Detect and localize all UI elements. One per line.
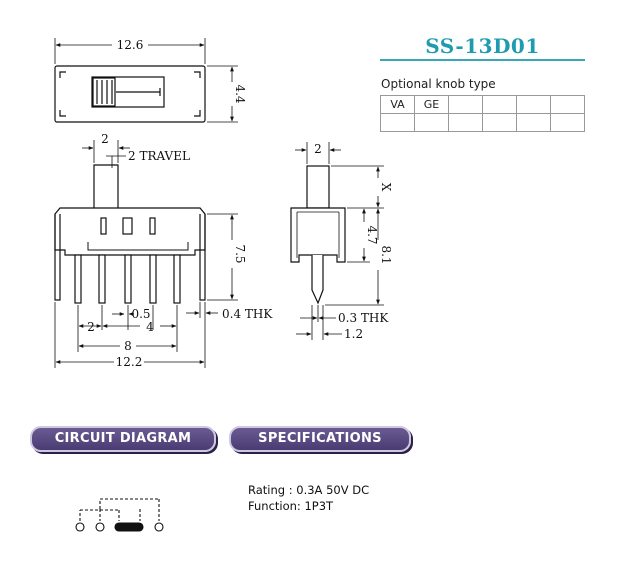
circuit-slider-contact [114, 522, 144, 532]
pin-4 [149, 254, 157, 304]
knob-cell-10 [482, 113, 517, 132]
knob-cell-5 [516, 95, 551, 114]
dim-pin-pitch: 2 [87, 320, 95, 334]
pin-3 [124, 254, 132, 304]
dim-top-height: 4.4 [233, 84, 247, 103]
spec-rating: Rating : 0.3A 50V DC [248, 483, 370, 497]
circuit-terminal-2 [95, 522, 105, 532]
dim-body-height: 7.5 [233, 244, 247, 263]
side-view [290, 142, 384, 340]
circuit-terminal-3 [154, 522, 164, 532]
dim-top-length: 12.6 [117, 38, 144, 52]
title-underline [380, 59, 585, 61]
dim-side-47: 4.7 [365, 225, 379, 244]
dim-pin-span-4: 4 [146, 320, 154, 334]
knob-row-2 [380, 113, 585, 132]
optional-knob-table: VA GE [380, 95, 585, 132]
specifications-heading: SPECIFICATIONS [229, 426, 411, 452]
dim-side-x: X [379, 183, 393, 192]
top-view-knob [92, 77, 116, 107]
knob-cell-va: VA [380, 95, 415, 114]
pin-1 [74, 254, 82, 304]
dim-side-thk: 0.3 THK [338, 311, 389, 325]
dim-travel: 2 TRAVEL [128, 149, 190, 163]
side-actuator [306, 165, 330, 209]
dim-side-width: 2 [314, 142, 322, 156]
knob-cell-9 [448, 113, 483, 132]
pin-5 [173, 254, 181, 304]
side-terminal [311, 255, 324, 305]
circuit-diagram-heading: CIRCUIT DIAGRAM [30, 426, 216, 452]
circuit-terminal-1 [75, 522, 85, 532]
dim-pin-dia: 0.5 [131, 307, 150, 321]
knob-cell-7 [380, 113, 415, 132]
dim-pin-width: 2 [101, 132, 109, 146]
knob-cell-12 [550, 113, 585, 132]
spec-function: Function: 1P3T [248, 499, 334, 513]
part-number-title: SS-13D01 [425, 34, 540, 58]
dim-side-12: 1.2 [344, 327, 363, 341]
front-view [54, 140, 238, 368]
dim-side-81: 8.1 [379, 245, 393, 264]
top-view [54, 38, 238, 123]
dim-lead-thickness: 0.4 THK [222, 307, 273, 321]
knob-cell-11 [516, 113, 551, 132]
side-body [290, 207, 346, 263]
knob-cell-6 [550, 95, 585, 114]
pin-2 [98, 254, 106, 304]
dim-overall-width: 12.2 [116, 355, 143, 369]
circuit-diagram [75, 498, 164, 532]
optional-knob-label: Optional knob type [381, 77, 496, 91]
dim-pin-span-8: 8 [124, 339, 132, 353]
front-actuator [93, 164, 119, 208]
knob-cell-8 [414, 113, 449, 132]
